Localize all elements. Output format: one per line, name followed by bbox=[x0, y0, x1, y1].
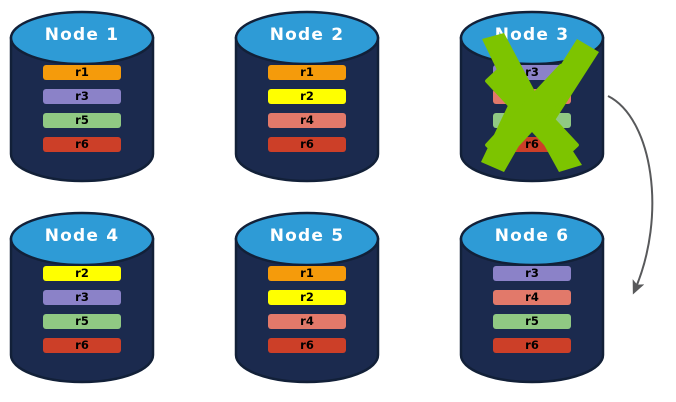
record-bar[interactable]: r1 bbox=[43, 65, 121, 80]
node-5[interactable]: Node 5 r1 r2 r4 r6 bbox=[234, 208, 380, 386]
record-bar[interactable]: r3 bbox=[43, 290, 121, 305]
record-bar[interactable]: r5 bbox=[493, 113, 571, 128]
record-list: r3 r4 r5 r6 bbox=[493, 65, 571, 161]
node-3[interactable]: Node 3 r3 r4 r5 r6 bbox=[459, 7, 605, 185]
record-bar[interactable]: r4 bbox=[493, 290, 571, 305]
record-bar[interactable]: r4 bbox=[268, 314, 346, 329]
record-bar[interactable]: r1 bbox=[268, 65, 346, 80]
record-bar[interactable]: r2 bbox=[268, 290, 346, 305]
record-bar[interactable]: r6 bbox=[268, 338, 346, 353]
record-bar[interactable]: r6 bbox=[493, 338, 571, 353]
record-list: r2 r3 r5 r6 bbox=[43, 266, 121, 362]
record-bar[interactable]: r4 bbox=[493, 89, 571, 104]
record-bar[interactable]: r6 bbox=[493, 137, 571, 152]
record-bar[interactable]: r5 bbox=[493, 314, 571, 329]
node-2[interactable]: Node 2 r1 r2 r4 r6 bbox=[234, 7, 380, 185]
node-6[interactable]: Node 6 r3 r4 r5 r6 bbox=[459, 208, 605, 386]
record-bar[interactable]: r5 bbox=[43, 314, 121, 329]
record-bar[interactable]: r4 bbox=[268, 113, 346, 128]
record-bar[interactable]: r2 bbox=[43, 266, 121, 281]
record-list: r1 r2 r4 r6 bbox=[268, 65, 346, 161]
record-list: r1 r3 r5 r6 bbox=[43, 65, 121, 161]
record-bar[interactable]: r3 bbox=[493, 65, 571, 80]
record-bar[interactable]: r3 bbox=[493, 266, 571, 281]
record-bar[interactable]: r6 bbox=[43, 338, 121, 353]
node-4[interactable]: Node 4 r2 r3 r5 r6 bbox=[9, 208, 155, 386]
record-list: r3 r4 r5 r6 bbox=[493, 266, 571, 362]
record-list: r1 r2 r4 r6 bbox=[268, 266, 346, 362]
record-bar[interactable]: r6 bbox=[43, 137, 121, 152]
record-bar[interactable]: r6 bbox=[268, 137, 346, 152]
node-1[interactable]: Node 1 r1 r3 r5 r6 bbox=[9, 7, 155, 185]
record-bar[interactable]: r5 bbox=[43, 113, 121, 128]
record-bar[interactable]: r2 bbox=[268, 89, 346, 104]
record-bar[interactable]: r1 bbox=[268, 266, 346, 281]
record-bar[interactable]: r3 bbox=[43, 89, 121, 104]
